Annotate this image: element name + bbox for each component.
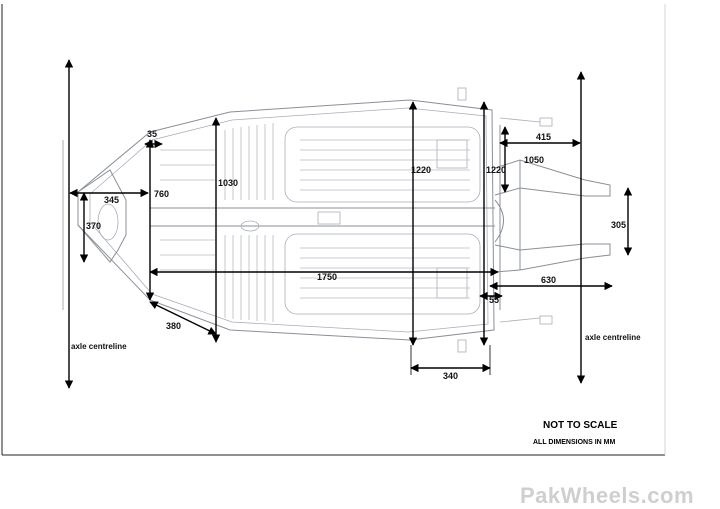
- note-not-to-scale: NOT TO SCALE: [543, 420, 618, 431]
- note-units: ALL DIMENSIONS IN MM: [533, 439, 615, 446]
- dim-35: 35: [147, 129, 157, 139]
- dim-1220-left: 1220: [411, 165, 431, 175]
- dim-345: 345: [104, 195, 119, 205]
- dim-1750: 1750: [317, 272, 337, 282]
- dim-630: 630: [541, 275, 556, 285]
- dim-305: 305: [611, 220, 626, 230]
- page-border: [1, 4, 666, 456]
- dim-1220-right: 1220: [486, 165, 506, 175]
- dim-415: 415: [536, 132, 551, 142]
- axle-centreline-front: [62, 59, 74, 389]
- dimension-lines: [69, 101, 633, 375]
- dim-1050: 1050: [524, 155, 544, 165]
- chassis-floorpan: [77, 87, 611, 353]
- floor-ribs: [160, 123, 470, 322]
- axle-label-front: axle centreline: [71, 342, 127, 351]
- dim-1030: 1030: [218, 178, 238, 188]
- axle-label-rear: axle centreline: [585, 333, 641, 342]
- dim-340: 340: [443, 371, 458, 381]
- watermark: PakWheels.com: [520, 483, 694, 508]
- dim-55: 55: [489, 295, 499, 305]
- dim-370: 370: [86, 221, 101, 231]
- dim-380: 380: [166, 321, 181, 331]
- dim-760: 760: [154, 189, 169, 199]
